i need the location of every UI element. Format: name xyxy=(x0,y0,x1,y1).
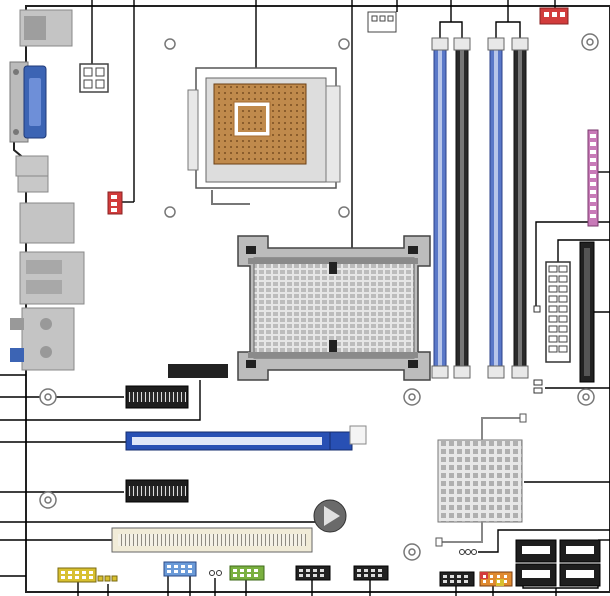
usb-header-blue xyxy=(163,561,197,577)
back-panel-io xyxy=(9,9,85,371)
pcie-slot-retention xyxy=(168,364,228,378)
fan-header-left xyxy=(107,191,123,215)
usb-header-black-2 xyxy=(353,565,389,581)
cpu-socket xyxy=(187,67,341,205)
usb-header-black-1 xyxy=(295,565,331,581)
serial-header xyxy=(439,571,475,587)
front-panel-header xyxy=(479,571,513,587)
bottom-headers xyxy=(57,561,513,587)
pcie-x1-slot-2 xyxy=(125,479,189,503)
pci-slot xyxy=(111,527,313,553)
dimm-slot-3 xyxy=(487,37,505,379)
dimm-slot-1 xyxy=(431,37,449,379)
dimm-slot-2 xyxy=(453,37,471,379)
dimm-slots xyxy=(431,37,529,379)
northbridge-heatsink xyxy=(237,235,431,381)
pcie-x1-slot-1 xyxy=(125,385,189,409)
small-jumpers-right xyxy=(459,305,543,555)
jumper-pins xyxy=(209,570,222,576)
pcie-x16-slot xyxy=(125,425,367,451)
dimm-slot-4 xyxy=(511,37,529,379)
audio-header xyxy=(57,567,97,583)
front-panel-pins-right xyxy=(587,129,599,227)
fan-header-rear xyxy=(539,7,569,25)
atx-power-connector xyxy=(545,261,571,363)
ide-connector xyxy=(579,241,595,383)
atx12v-connector xyxy=(79,63,109,93)
mounting-holes xyxy=(39,33,599,561)
spdif-header xyxy=(97,575,118,582)
fan-header-top xyxy=(367,11,397,33)
battery xyxy=(313,499,347,533)
usb-header-green xyxy=(229,565,265,581)
southbridge-heatsink xyxy=(435,413,527,547)
sata-connectors xyxy=(515,539,601,587)
